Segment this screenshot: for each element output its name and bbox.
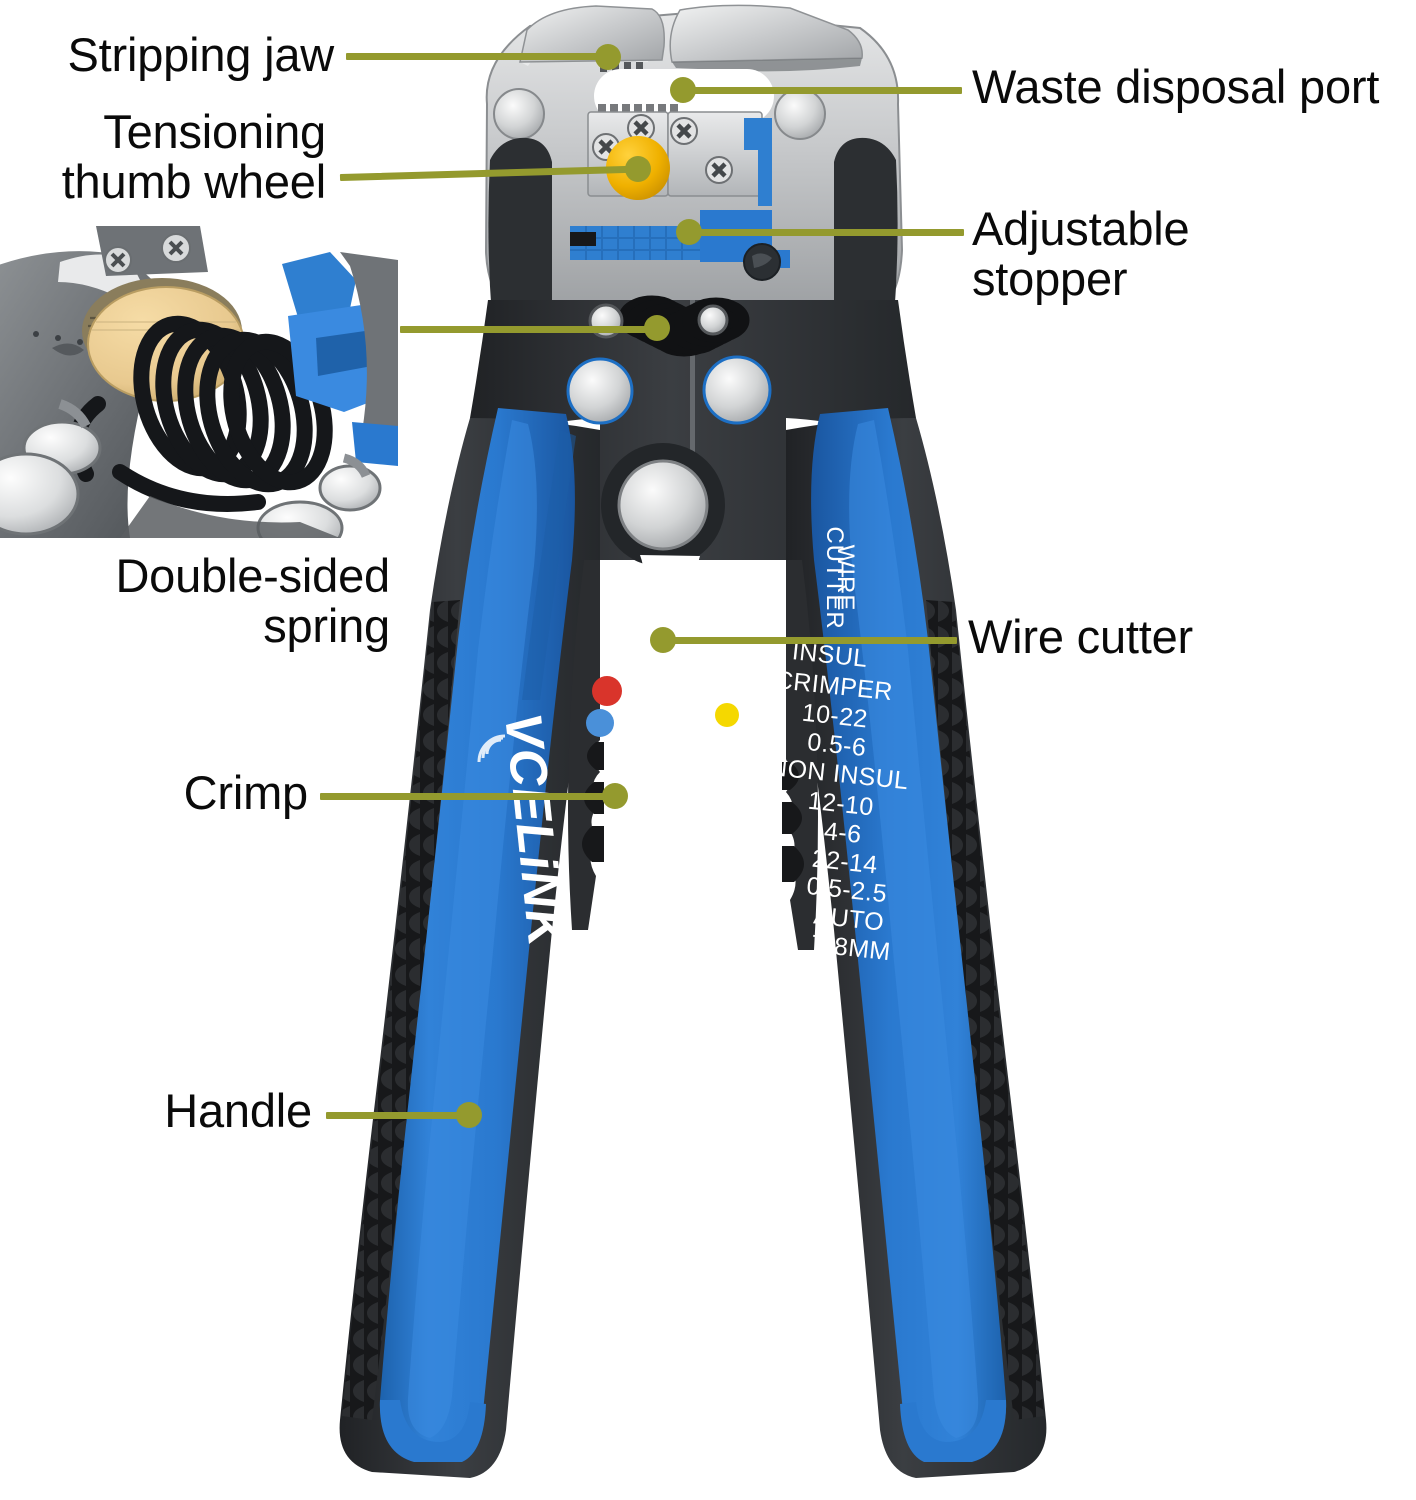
svg-text:12-10: 12-10 [807, 787, 876, 822]
leader-dot-adjustable-stopper [676, 219, 702, 245]
svg-text:0.5-6: 0.5-6 [806, 728, 868, 762]
leader-crimp [320, 793, 618, 800]
svg-text:22-14: 22-14 [811, 845, 880, 880]
callout-label-stripping-jaw: Stripping jaw [67, 28, 335, 81]
phillips-screws [592, 114, 733, 184]
marking-wire-cutter-line2: CUTTER [821, 526, 848, 629]
leader-wire-cutter [660, 637, 957, 644]
callout-label-tensioning-thumbwheel: Tensioning thumb wheel [61, 105, 326, 208]
leader-waste-disposal-port [680, 87, 962, 94]
callout-label-crimp: Crimp [183, 766, 309, 819]
leader-dot-double-sided-spring [644, 315, 670, 341]
callout-label-wire-cutter: Wire cutter [968, 610, 1193, 663]
svg-text:10-22: 10-22 [801, 699, 870, 734]
leader-adjustable-stopper [688, 229, 964, 236]
tool-mid-body [470, 295, 916, 700]
right-handle [715, 408, 1047, 1478]
inset-photo-art [0, 226, 398, 538]
callout-label-double-sided-spring: Double-sided spring [115, 549, 390, 652]
callout-label-adjustable-stopper: Adjustable stopper [972, 202, 1190, 305]
leader-dot-waste-disposal-port [670, 77, 696, 103]
callout-label-waste-disposal-port: Waste disposal port [972, 60, 1380, 113]
indicator-dot-blue [586, 709, 614, 737]
leader-dot-handle [456, 1102, 482, 1128]
callout-label-handle: Handle [164, 1084, 312, 1137]
leader-handle [326, 1112, 471, 1119]
leader-double-sided-spring [400, 326, 655, 333]
svg-text:4-6: 4-6 [823, 817, 863, 849]
left-handle [339, 408, 622, 1478]
leader-dot-stripping-jaw [595, 44, 621, 70]
leader-dot-tensioning-thumbwheel [625, 156, 651, 182]
marking-wire-cutter-line1: WIRE [832, 545, 859, 612]
inset-closeup-photo [0, 226, 398, 538]
leader-stripping-jaw [346, 53, 601, 60]
indicator-dot-yellow [715, 703, 739, 727]
indicator-dot-red [592, 676, 622, 706]
leader-dot-wire-cutter [650, 627, 676, 653]
leader-dot-crimp [602, 783, 628, 809]
central-pivot [617, 459, 709, 551]
